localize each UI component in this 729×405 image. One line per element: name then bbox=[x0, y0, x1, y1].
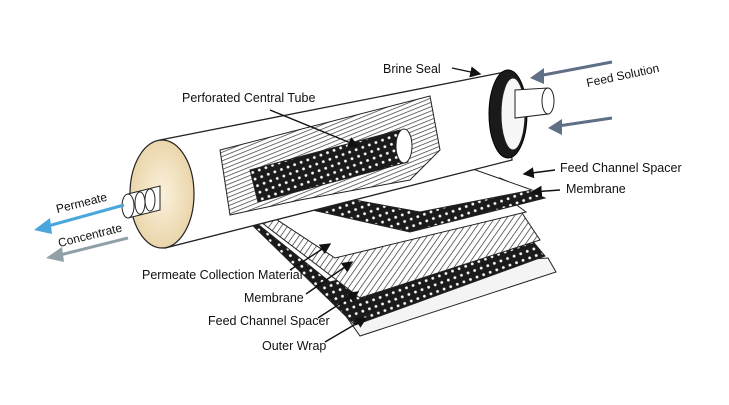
label-permeate-collection-material: Permeate Collection Material bbox=[142, 268, 303, 282]
label-feed-channel-spacer-top: Feed Channel Spacer bbox=[560, 161, 682, 175]
feed-solution-arrows bbox=[530, 60, 613, 135]
label-membrane-bottom: Membrane bbox=[244, 291, 304, 305]
leader-lines bbox=[269, 66, 561, 343]
permeate-arrow bbox=[34, 203, 125, 234]
label-brine-seal: Brine Seal bbox=[383, 62, 441, 76]
label-perforated-central-tube: Perforated Central Tube bbox=[182, 91, 316, 105]
label-membrane-top: Membrane bbox=[566, 182, 626, 196]
label-feed-channel-spacer-bottom: Feed Channel Spacer bbox=[208, 314, 330, 328]
concentrate-arrow bbox=[46, 236, 129, 262]
label-outer-wrap: Outer Wrap bbox=[262, 339, 327, 353]
